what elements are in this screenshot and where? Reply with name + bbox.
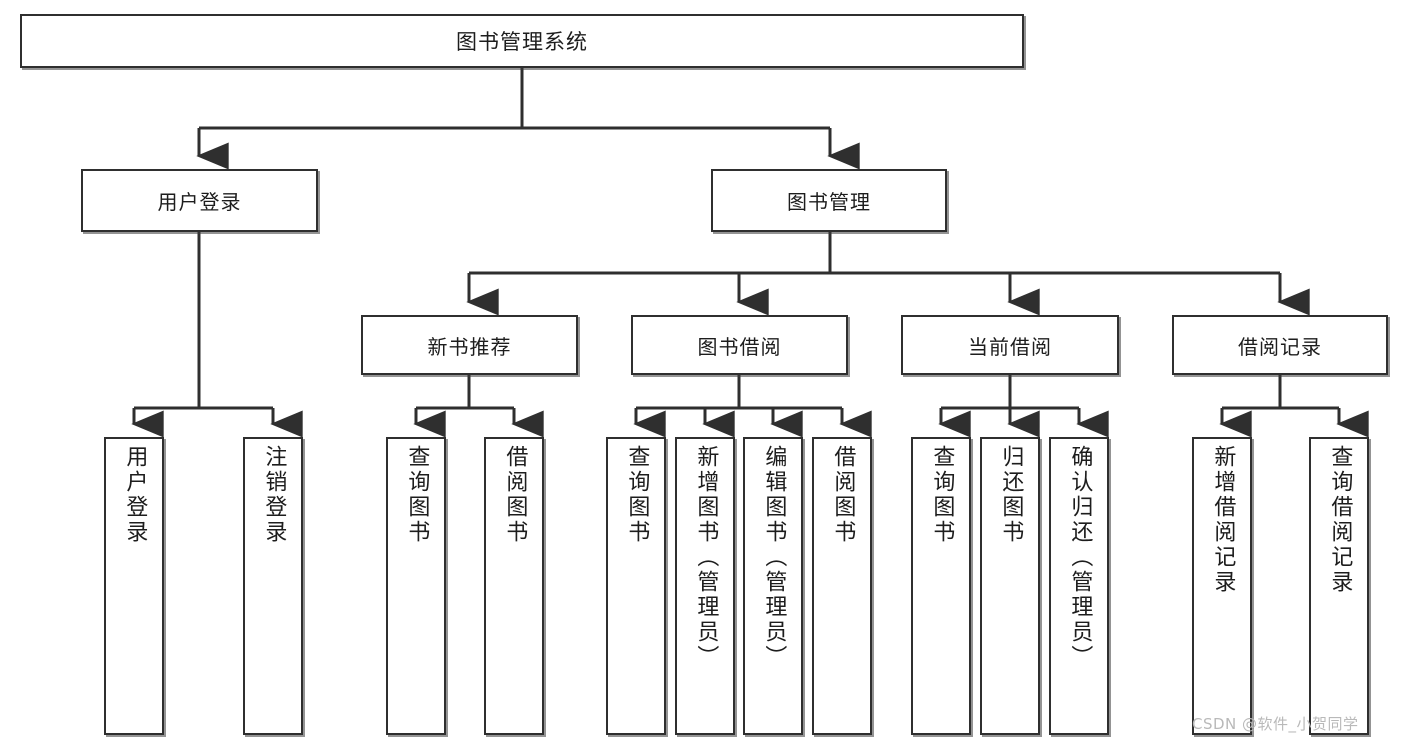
- node-label: 图书管理系统: [456, 30, 588, 54]
- node-book-borrow[interactable]: 图书借阅: [631, 315, 848, 375]
- leaf-user-logout[interactable]: 注销登录: [243, 437, 303, 735]
- node-label: 图书借阅: [697, 334, 782, 359]
- node-current-borrow[interactable]: 当前借阅: [901, 315, 1119, 375]
- node-label: 用户登录: [157, 190, 242, 214]
- leaf-confirm-return-admin[interactable]: 确认归还（管理员）: [1049, 437, 1109, 735]
- node-label: 查询图书: [404, 445, 430, 545]
- node-label: 新增借阅记录: [1210, 445, 1236, 595]
- node-label: 新增图书（管理员）: [693, 445, 719, 670]
- leaf-borrow-book[interactable]: 借阅图书: [812, 437, 872, 735]
- node-label: 借阅记录: [1238, 334, 1322, 359]
- node-book-management[interactable]: 图书管理: [711, 169, 947, 232]
- leaf-edit-book-admin[interactable]: 编辑图书（管理员）: [743, 437, 803, 735]
- csdn-watermark: CSDN @软件_小贺同学: [1192, 715, 1359, 733]
- node-label: 新书推荐: [427, 334, 512, 359]
- node-label: 查询图书: [929, 445, 955, 545]
- node-label: 注销登录: [261, 445, 287, 545]
- node-label: 借阅图书: [502, 445, 528, 545]
- node-label: 借阅图书: [830, 445, 856, 545]
- node-label: 查询借阅记录: [1327, 445, 1353, 595]
- node-root-system[interactable]: 图书管理系统: [20, 14, 1024, 68]
- node-new-book-recommend[interactable]: 新书推荐: [361, 315, 578, 375]
- node-label: 确认归还（管理员）: [1067, 445, 1093, 670]
- leaf-query-book-current[interactable]: 查询图书: [911, 437, 971, 735]
- leaf-return-book[interactable]: 归还图书: [980, 437, 1040, 735]
- node-label: 查询图书: [624, 445, 650, 545]
- leaf-query-book-recommend[interactable]: 查询图书: [386, 437, 446, 735]
- leaf-user-login[interactable]: 用户登录: [104, 437, 164, 735]
- node-user-login[interactable]: 用户登录: [81, 169, 318, 232]
- leaf-borrow-book-recommend[interactable]: 借阅图书: [484, 437, 544, 735]
- leaf-add-borrow-record[interactable]: 新增借阅记录: [1192, 437, 1252, 735]
- node-label: 归还图书: [998, 445, 1024, 545]
- leaf-query-book-borrow[interactable]: 查询图书: [606, 437, 666, 735]
- node-label: 图书管理: [787, 190, 871, 214]
- node-borrow-record[interactable]: 借阅记录: [1172, 315, 1388, 375]
- node-label: 当前借阅: [968, 334, 1052, 359]
- node-label: 用户登录: [122, 445, 148, 545]
- node-label: 编辑图书（管理员）: [761, 445, 787, 670]
- leaf-add-book-admin[interactable]: 新增图书（管理员）: [675, 437, 735, 735]
- leaf-query-borrow-record[interactable]: 查询借阅记录: [1309, 437, 1369, 735]
